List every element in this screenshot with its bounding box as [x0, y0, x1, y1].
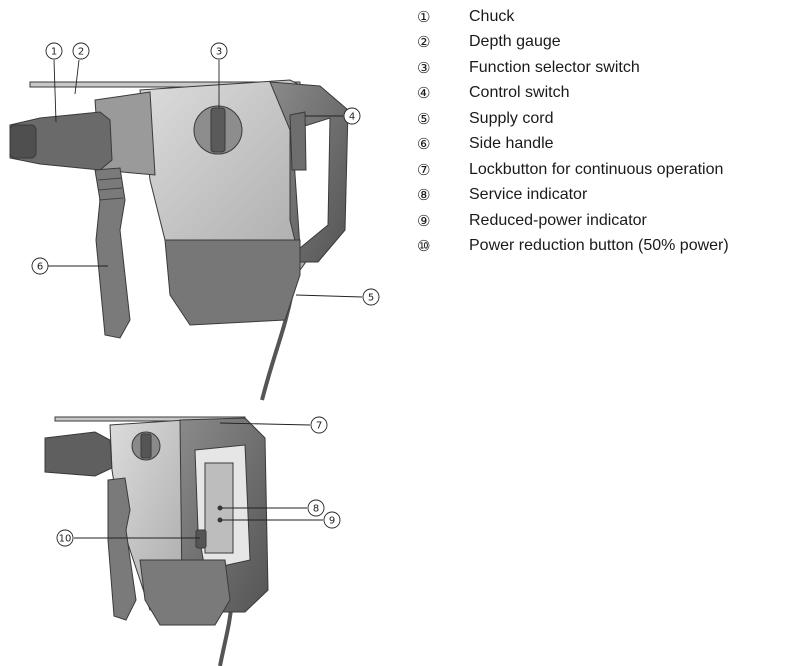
legend-item: ⑨ Reduced-power indicator	[417, 208, 729, 234]
legend-label: Chuck	[469, 7, 515, 25]
callout-4: 4	[343, 107, 361, 125]
legend-label: Supply cord	[469, 109, 554, 127]
legend-label: Power reduction button (50% power)	[469, 237, 729, 255]
callout-3: 3	[210, 42, 228, 60]
callout-1: 1	[45, 42, 63, 60]
legend-number: ②	[417, 33, 431, 52]
legend-item: ⑩ Power reduction button (50% power)	[417, 234, 729, 260]
svg-text:3: 3	[216, 47, 222, 58]
legend-item: ① Chuck	[417, 4, 729, 30]
legend-item: ⑦ Lockbutton for continuous operation	[417, 157, 729, 183]
callout-group-top	[48, 59, 363, 298]
callout-7: 7	[310, 416, 328, 434]
legend-number: ④	[417, 84, 431, 103]
svg-text:2: 2	[78, 47, 84, 58]
callout-6: 6	[31, 257, 49, 275]
callout-5: 5	[362, 288, 380, 306]
drill-side-view	[9, 79, 349, 401]
svg-text:9: 9	[329, 516, 335, 527]
legend-number: ⑦	[417, 160, 431, 179]
legend-label: Lockbutton for continuous operation	[469, 160, 724, 178]
callout-group-bottom	[74, 422, 323, 539]
callout-2: 2	[72, 42, 90, 60]
legend-label: Reduced-power indicator	[469, 211, 647, 229]
legend-item: ⑤ Supply cord	[417, 106, 729, 132]
legend-item: ④ Control switch	[417, 81, 729, 107]
svg-text:10: 10	[59, 534, 72, 545]
callout-8: 8	[307, 499, 325, 517]
legend-item: ② Depth gauge	[417, 30, 729, 56]
legend-number: ⑨	[417, 211, 431, 230]
legend-label: Control switch	[469, 84, 570, 102]
legend-label: Depth gauge	[469, 33, 561, 51]
parts-legend: ① Chuck ② Depth gauge ③ Function selector s…	[417, 4, 729, 259]
legend-label: Side handle	[469, 135, 554, 153]
drill-illustration: 1 2 3 4 5 6	[9, 42, 380, 666]
legend-number: ⑧	[417, 186, 431, 205]
svg-text:4: 4	[349, 112, 355, 123]
legend-number: ⑩	[417, 237, 431, 256]
legend-item: ③ Function selector switch	[417, 55, 729, 81]
legend-item: ⑧ Service indicator	[417, 183, 729, 209]
svg-text:7: 7	[316, 421, 322, 432]
callout-10: 10	[56, 529, 74, 547]
svg-text:5: 5	[368, 293, 374, 304]
legend-number: ①	[417, 7, 431, 26]
legend-label: Function selector switch	[469, 58, 640, 76]
legend-number: ③	[417, 58, 431, 77]
legend-number: ⑥	[417, 135, 431, 154]
svg-text:8: 8	[313, 504, 319, 515]
legend-item: ⑥ Side handle	[417, 132, 729, 158]
callout-9: 9	[323, 511, 341, 529]
drill-rear-view	[44, 416, 269, 666]
legend-label: Service indicator	[469, 186, 588, 204]
svg-text:6: 6	[37, 262, 43, 273]
legend-number: ⑤	[417, 109, 431, 128]
svg-text:1: 1	[51, 47, 57, 58]
